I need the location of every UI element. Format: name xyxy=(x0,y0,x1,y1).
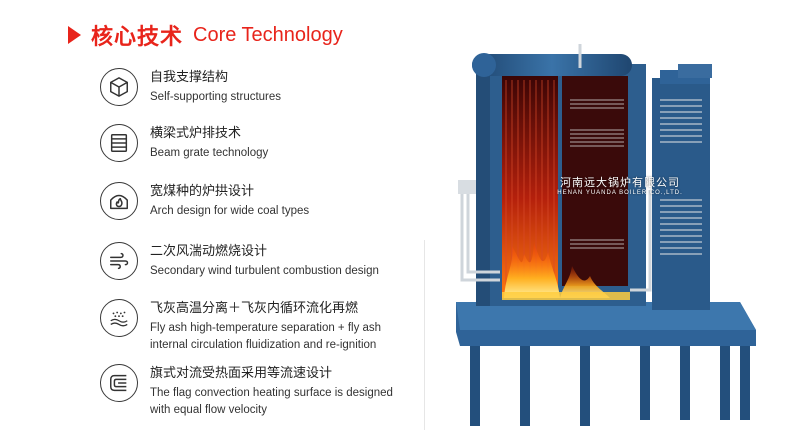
feature-title-en: The flag convection heating surface is d… xyxy=(150,387,393,399)
feature-title-en: Fly ash high-temperature separation + fl… xyxy=(150,322,382,334)
feature-title-cn: 宽煤种的炉拱设计 xyxy=(150,184,255,199)
section-header: 核心技术 Core Technology xyxy=(68,20,343,50)
fly-ash-icon xyxy=(100,299,138,337)
feature-title-en: Beam grate technology xyxy=(150,147,269,159)
arch-flame-icon xyxy=(100,182,138,220)
steam-drum xyxy=(472,54,632,76)
convection-pass xyxy=(562,76,628,286)
feature-title-en: Self-supporting structures xyxy=(150,91,282,103)
feature-title-en: Secondary wind turbulent combustion desi… xyxy=(150,265,379,277)
flames xyxy=(502,242,630,300)
feature-title-en: Arch design for wide coal types xyxy=(150,205,310,217)
feature-title-en-line2: internal circulation fluidization and re… xyxy=(150,339,377,351)
section-title-en: Core Technology xyxy=(193,23,343,46)
feature-item: 宽煤种的炉拱设计 Arch design for wide coal types xyxy=(100,182,309,220)
feature-item: 横梁式炉排技术 Beam grate technology xyxy=(100,124,268,162)
convection-tower xyxy=(652,78,710,310)
feature-item: 二次风湍动燃烧设计 Secondary wind turbulent combu… xyxy=(100,242,379,280)
grate-icon xyxy=(100,124,138,162)
cube-icon xyxy=(100,68,138,106)
feature-title-cn: 横梁式炉排技术 xyxy=(150,126,242,141)
divider xyxy=(424,240,425,430)
feature-item: 飞灰高温分离＋飞灰内循环流化再燃 Fly ash high-temperatur… xyxy=(100,299,381,353)
wind-icon xyxy=(100,242,138,280)
feature-item: 旗式对流受热面采用等流速设计 The flag convection heati… xyxy=(100,364,393,418)
play-arrow-icon xyxy=(68,26,81,44)
boiler-illustration xyxy=(456,44,756,426)
feature-title-en-line2: with equal flow velocity xyxy=(150,404,267,416)
feature-item: 自我支撑结构 Self-supporting structures xyxy=(100,68,281,106)
feature-title-cn: 飞灰高温分离＋飞灰内循环流化再燃 xyxy=(150,301,359,316)
section-title-cn: 核心技术 xyxy=(91,25,184,50)
feature-title-cn: 自我支撑结构 xyxy=(150,70,229,85)
feature-title-cn: 旗式对流受热面采用等流速设计 xyxy=(150,366,333,381)
feature-title-cn: 二次风湍动燃烧设计 xyxy=(150,244,268,259)
boiler-legs xyxy=(470,340,750,426)
convection-icon xyxy=(100,364,138,402)
